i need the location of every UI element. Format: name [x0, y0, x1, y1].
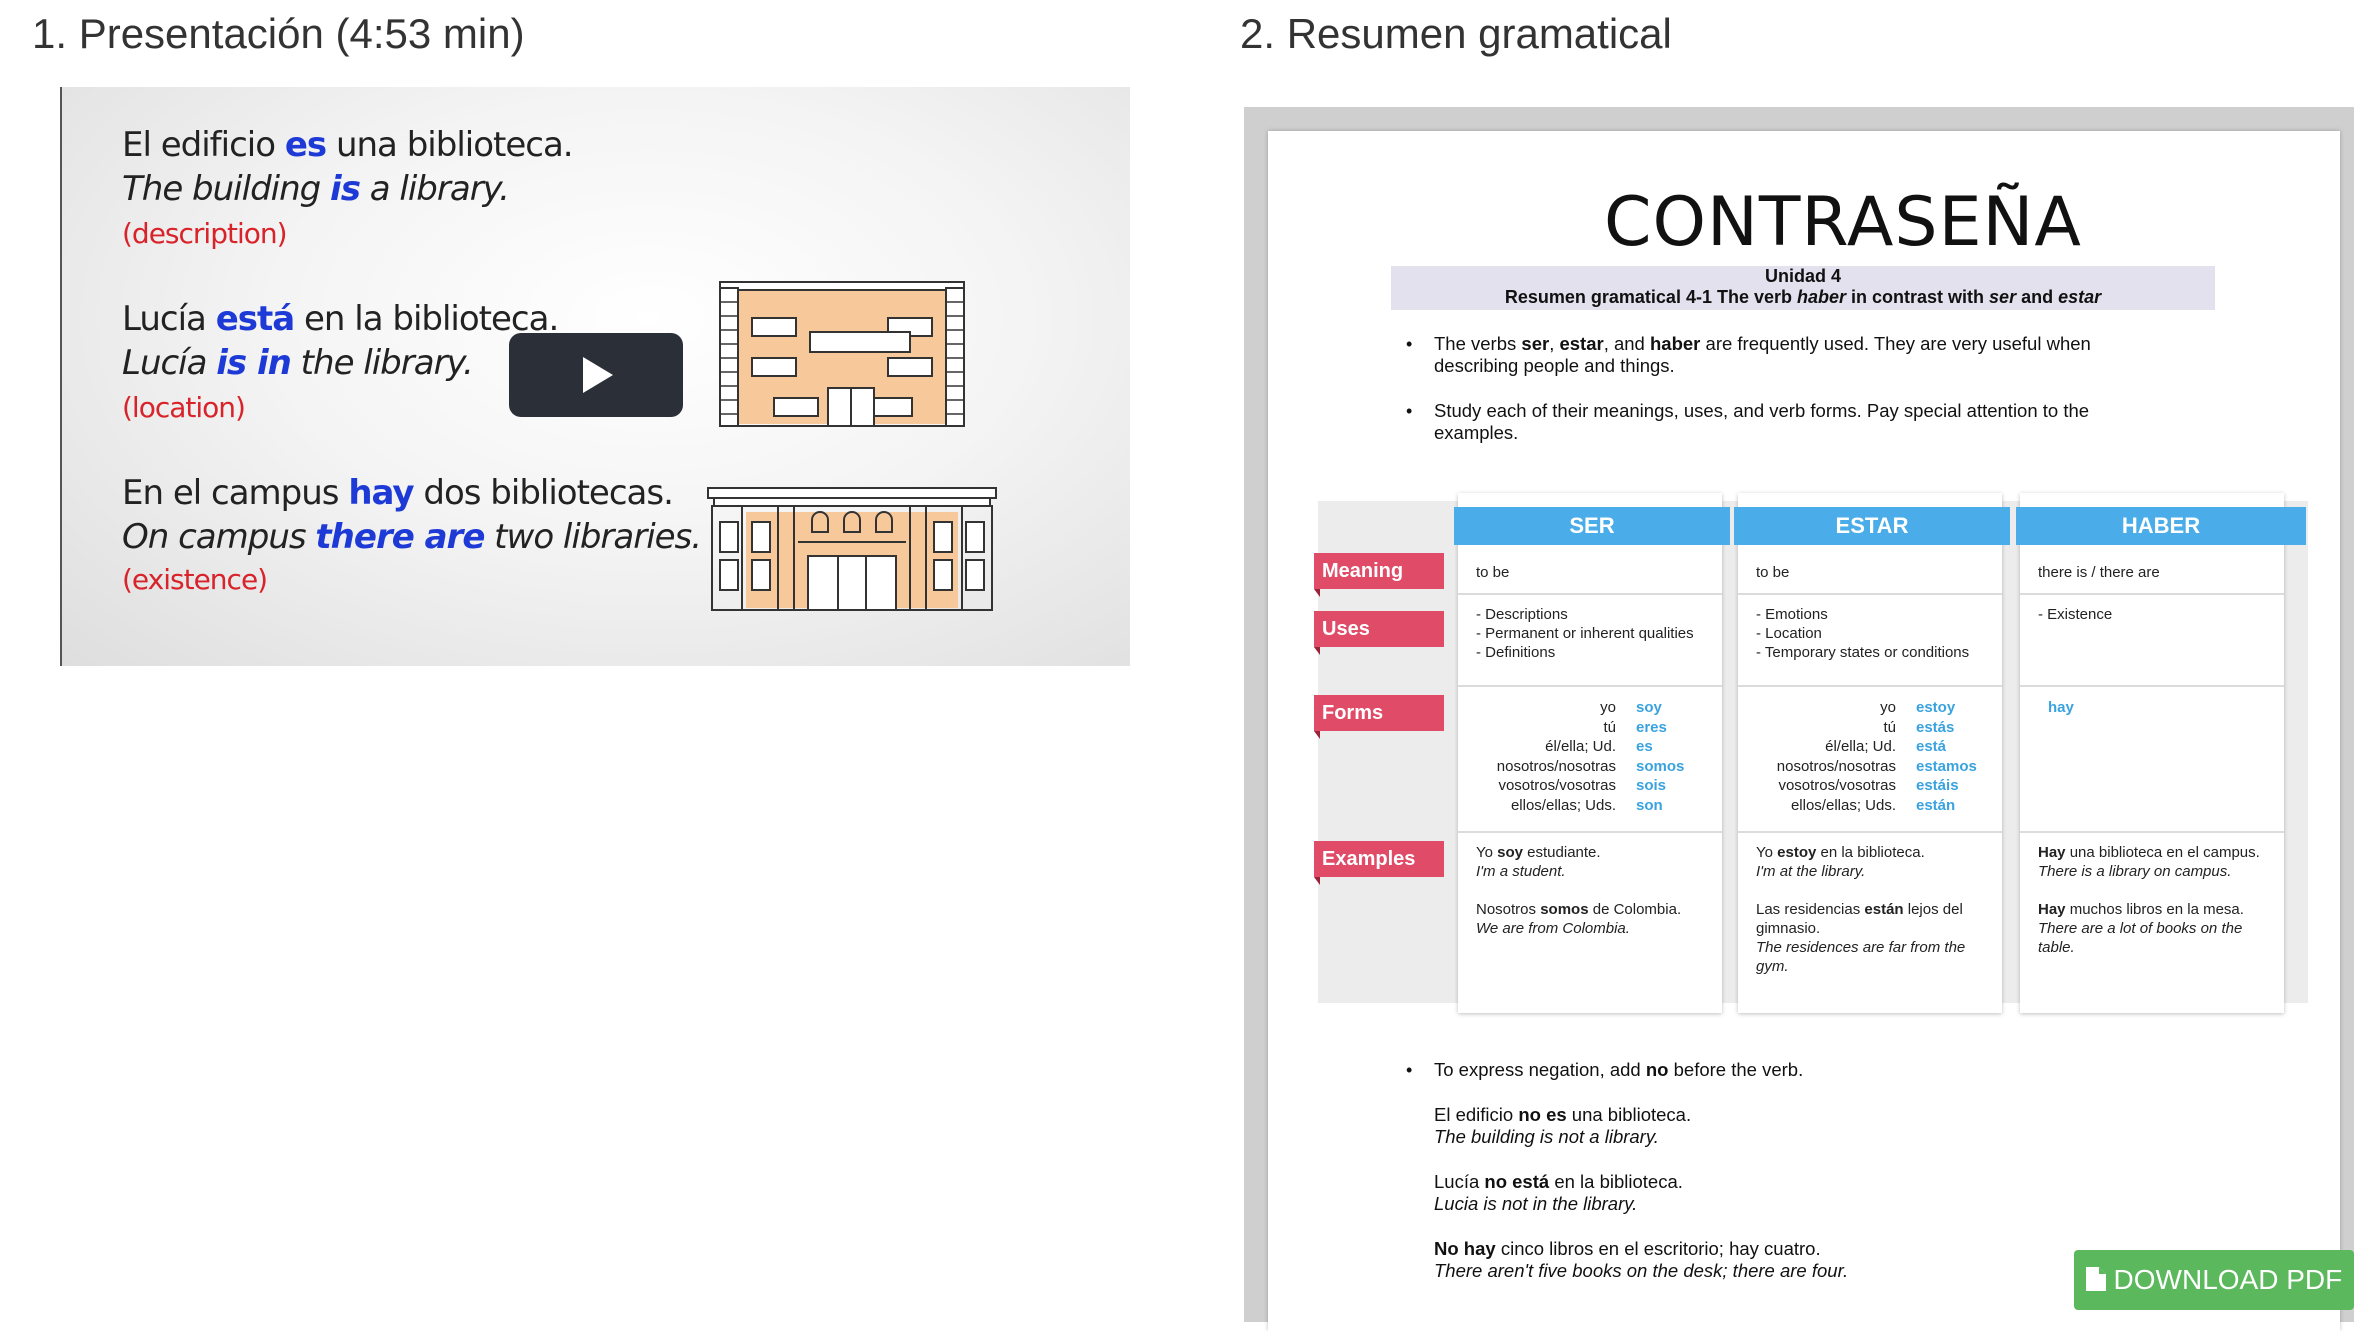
play-button[interactable] [509, 333, 683, 417]
download-pdf-label: DOWNLOAD PDF [2113, 1264, 2343, 1295]
uses-haber: - Existence [2038, 606, 2113, 623]
pdf-page: CONTRASEÑA Unidad 4 Resumen gramatical 4… [1268, 131, 2340, 1331]
video-text: Lucía [122, 299, 216, 339]
pdf-section-title: 2. Resumen gramatical [1240, 10, 1672, 57]
video-highlight: there are [315, 517, 485, 557]
video-text: On campus [122, 517, 316, 557]
video-text: En el campus [122, 473, 349, 513]
meaning-ser: to be [1476, 564, 1510, 581]
examples-ser: Yo soy estudiante. I'm a student. Nosotr… [1476, 844, 1682, 937]
meaning-haber: there is / there are [2038, 564, 2160, 581]
column-header-haber: HABER [2016, 507, 2306, 545]
video-player[interactable]: El edificio es una biblioteca. The build… [60, 87, 1130, 666]
column-header-estar: ESTAR [1734, 507, 2010, 545]
negation-bullet: •To express negation, add no before the … [1406, 1059, 1804, 1080]
row-label-meaning: Meaning [1314, 553, 1444, 597]
video-text: dos bibliotecas. [413, 473, 674, 513]
estar-column [1738, 493, 2002, 1013]
unit-label: Unidad 4 [1764, 266, 1841, 286]
haber-column [2020, 493, 2284, 1013]
video-highlight: está [215, 299, 295, 339]
video-text: a library. [359, 169, 510, 209]
row-label-uses: Uses [1314, 611, 1444, 655]
forms-haber: hay [2048, 699, 2074, 716]
play-icon [583, 357, 613, 393]
video-highlight: is [330, 169, 361, 209]
video-section-title: 1. Presentación (4:53 min) [32, 10, 525, 57]
video-text: The building [122, 169, 331, 209]
intro-bullet-2: •Study each of their meanings, uses, and… [1406, 400, 2090, 443]
video-text: una biblioteca. [326, 125, 574, 165]
video-text: El edificio [122, 125, 285, 165]
video-text: en la biblioteca. [294, 299, 559, 339]
examples-haber: Hay una biblioteca en el campus. There i… [2038, 844, 2260, 956]
examples-estar: Yo estoy en la biblioteca. I'm at the li… [1756, 844, 1966, 975]
video-text: two libraries. [484, 517, 702, 557]
grammar-table: SER ESTAR HABER Meaning Uses Forms Examp… [1314, 493, 2308, 1013]
row-label-examples: Examples [1314, 841, 1444, 885]
video-text: Lucía [122, 343, 217, 383]
video-tag: (description) [122, 217, 288, 250]
negation-example-3: No hay cinco libros en el escritorio; ha… [1434, 1238, 1849, 1281]
column-header-ser: SER [1454, 507, 1730, 545]
contrasena-logo: CONTRASEÑA [1604, 183, 2082, 262]
negation-example-1: El edificio no es una biblioteca.The bui… [1434, 1104, 1692, 1147]
negation-section: •To express negation, add no before the … [1406, 1059, 1849, 1305]
video-highlight: hay [348, 473, 414, 513]
download-pdf-button[interactable]: DOWNLOAD PDF [2074, 1250, 2354, 1310]
uses-estar: - Emotions - Location - Temporary states… [1756, 606, 1970, 661]
library-building-illustration [707, 281, 997, 611]
pdf-viewer[interactable]: CONTRASEÑA Unidad 4 Resumen gramatical 4… [1244, 107, 2354, 1331]
row-label-forms: Forms [1314, 695, 1444, 739]
video-highlight: es [284, 125, 327, 165]
unit-header: Unidad 4 Resumen gramatical 4-1 The verb… [1391, 266, 2215, 310]
file-icon [2085, 1267, 2106, 1291]
video-tag: (location) [122, 391, 246, 424]
video-highlight: is in [216, 343, 292, 383]
uses-ser: - Descriptions - Permanent or inherent q… [1476, 606, 1694, 661]
video-text: the library. [290, 343, 474, 383]
ser-column [1458, 493, 1722, 1013]
video-tag: (existence) [122, 563, 268, 596]
meaning-estar: to be [1756, 564, 1790, 581]
summary-subtitle: Resumen gramatical 4-1 The verb haber in… [1504, 287, 2102, 307]
intro-bullet-1: •The verbs ser, estar, and haber are fre… [1406, 333, 2091, 376]
negation-example-2: Lucía no está en la biblioteca.Lucia is … [1434, 1171, 1683, 1214]
